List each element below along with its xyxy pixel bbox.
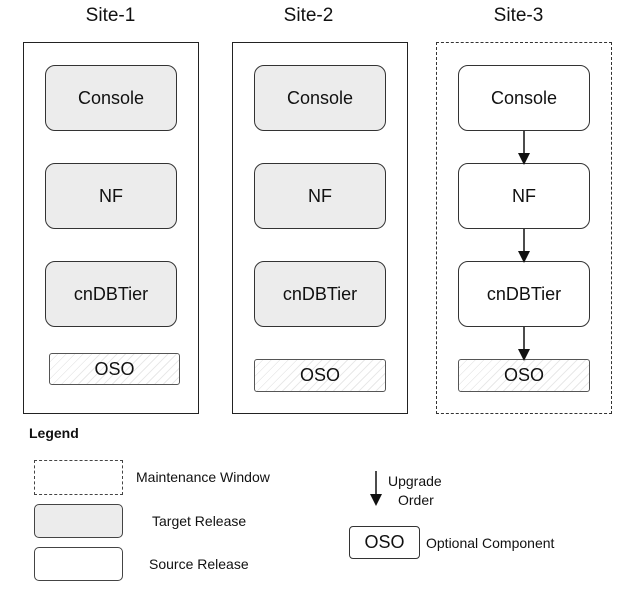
site-3-cndbtier-node: cnDBTier (458, 261, 590, 327)
legend-upgrade-label-line1: Upgrade (388, 473, 442, 489)
site-1-nf-node: NF (45, 163, 177, 229)
legend-optional-label: Optional Component (426, 535, 555, 551)
legend-oso-swatch: OSO (349, 526, 420, 559)
site-3-nf-node: NF (458, 163, 590, 229)
site-3-title: Site-3 (493, 5, 544, 26)
legend-target-label: Target Release (152, 513, 247, 529)
legend-title: Legend (29, 425, 79, 441)
site-2-boundary (232, 42, 408, 414)
site-3-console-node: Console (458, 65, 590, 131)
site-1-cndbtier-node: cnDBTier (45, 261, 177, 327)
site-2-oso-node: OSO (254, 359, 386, 392)
legend-source-label: Source Release (149, 556, 249, 572)
site-2-console-node: Console (254, 65, 386, 131)
site-1-title: Site-1 (85, 5, 136, 26)
legend-target-swatch (34, 504, 123, 538)
site-2-cndbtier-node: cnDBTier (254, 261, 386, 327)
legend-upgrade-label-line2: Order (398, 492, 434, 508)
site-2-nf-node: NF (254, 163, 386, 229)
legend-source-swatch (34, 547, 123, 581)
legend-maintenance-label: Maintenance Window (136, 469, 270, 485)
site-1-oso-node: OSO (49, 353, 180, 385)
site-3-maintenance-window (436, 42, 612, 414)
site-2-title: Site-2 (283, 5, 334, 26)
legend-maintenance-swatch (34, 460, 123, 495)
site-1-console-node: Console (45, 65, 177, 131)
site-1-boundary (23, 42, 199, 414)
